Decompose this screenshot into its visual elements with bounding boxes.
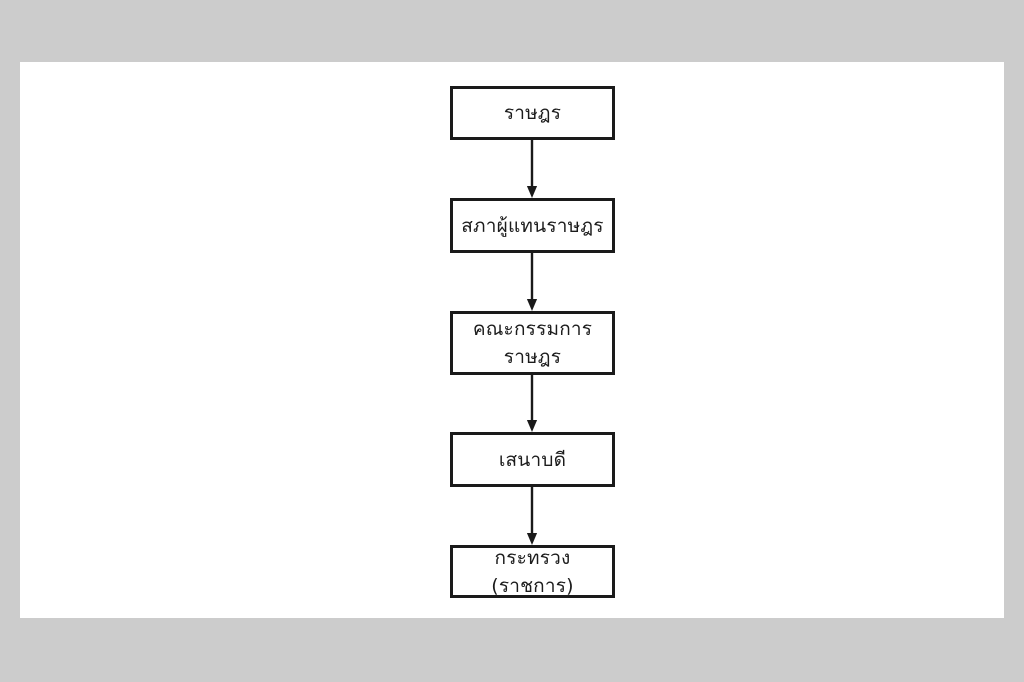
flowchart-node-3: คณะกรรมการ ราษฎร bbox=[450, 311, 615, 375]
flowchart-node-1: ราษฎร bbox=[450, 86, 615, 140]
flow-arrow-1 bbox=[525, 140, 539, 198]
node-label: กระทรวง (ราชการ) bbox=[491, 546, 574, 597]
node-label: สภาผู้แทนราษฎร bbox=[461, 214, 604, 237]
flow-arrow-4 bbox=[525, 487, 539, 545]
flow-arrow-3 bbox=[525, 375, 539, 432]
flowchart-node-2: สภาผู้แทนราษฎร bbox=[450, 198, 615, 253]
flowchart-node-5: กระทรวง (ราชการ) bbox=[450, 545, 615, 598]
node-label: เสนาบดี bbox=[498, 448, 567, 471]
diagram-panel: ราษฎร สภาผู้แทนราษฎร คณะกรรมการ ราษฎร bbox=[20, 62, 1004, 618]
node-label: ราษฎร bbox=[503, 102, 562, 124]
flow-arrow-2 bbox=[525, 253, 539, 311]
flowchart: ราษฎร สภาผู้แทนราษฎร คณะกรรมการ ราษฎร bbox=[430, 86, 635, 606]
node-label: คณะกรรมการ ราษฎร bbox=[472, 318, 593, 368]
flowchart-node-4: เสนาบดี bbox=[450, 432, 615, 487]
